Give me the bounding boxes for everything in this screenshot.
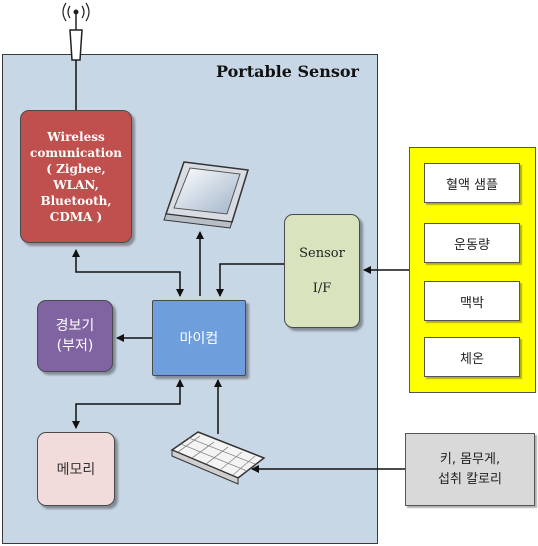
user-input-line: 섭취 칼로리 (438, 471, 502, 487)
memory-micro-connector (72, 379, 184, 429)
sensor-label: Sensor (299, 246, 345, 261)
sensor-if-label: I/F (312, 281, 332, 296)
antenna-icon (62, 2, 90, 61)
wireless-line: comunication (30, 145, 122, 160)
wireless-line: WLAN, (53, 177, 99, 192)
alarm-sublabel: (부저) (56, 338, 94, 354)
alarm-block: 경보기 (부저) (37, 300, 113, 372)
sensor-micro-connector (216, 263, 284, 297)
sensor-interface-block: Sensor I/F (284, 214, 360, 328)
alarm-label: 경보기 (55, 318, 95, 334)
keyboard-icon (170, 431, 266, 485)
user-input-box: 키, 몸무게, 섭취 칼로리 (405, 433, 535, 506)
wireless-micro-connector (72, 249, 184, 297)
wireless-line: Bluetooth, (40, 193, 112, 208)
wireless-communication-block: Wireless comunication ( Zigbee, WLAN, Bl… (20, 110, 132, 243)
memory-block: 메모리 (37, 432, 115, 506)
monitor-icon (163, 161, 249, 229)
wireless-line: Wireless (47, 129, 105, 144)
wireless-label: Wireless comunication ( Zigbee, WLAN, Bl… (30, 129, 122, 225)
microcontroller-block: 마이컴 (152, 300, 246, 376)
user-input-line: 키, 몸무게, (439, 451, 501, 467)
microcontroller-label: 마이컴 (179, 331, 219, 347)
frame-title: Portable Sensor (216, 62, 359, 81)
input-temperature: 체온 (424, 337, 520, 377)
memory-label: 메모리 (56, 462, 96, 478)
wireless-line: ( Zigbee, (46, 161, 106, 176)
input-exercise: 운동량 (424, 223, 520, 263)
input-pulse: 맥박 (424, 281, 520, 321)
wireless-line: CDMA ) (49, 209, 103, 224)
input-blood-sample: 혈액 샘플 (424, 163, 520, 203)
